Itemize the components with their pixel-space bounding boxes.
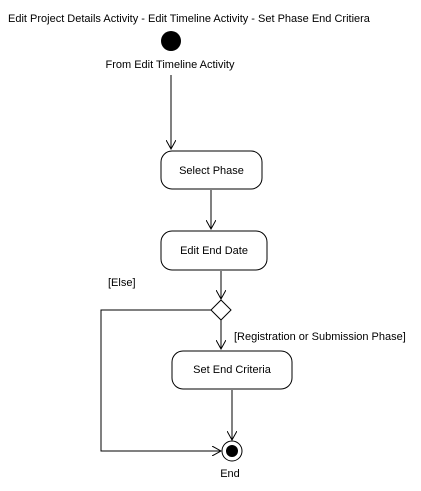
guard-else-label: [Else]	[108, 277, 136, 289]
initial-node	[161, 31, 181, 51]
action-select-phase: Select Phase	[160, 150, 263, 190]
decision-node	[210, 299, 232, 321]
action-set-end-criteria-label: Set End Criteria	[193, 364, 272, 376]
final-node	[221, 440, 243, 462]
action-set-end-criteria: Set End Criteria	[171, 350, 293, 390]
guard-registration-label: [Registration or Submission Phase]	[234, 331, 406, 343]
final-node-label: End	[220, 468, 240, 480]
action-edit-end-date: Edit End Date	[160, 230, 268, 271]
diagram-title: Edit Project Details Activity - Edit Tim…	[8, 13, 371, 25]
action-edit-end-date-label: Edit End Date	[180, 245, 248, 257]
edge-decision-else-to-end	[100, 309, 221, 451]
action-select-phase-label: Select Phase	[179, 165, 244, 177]
initial-node-label: From Edit Timeline Activity	[106, 59, 235, 71]
